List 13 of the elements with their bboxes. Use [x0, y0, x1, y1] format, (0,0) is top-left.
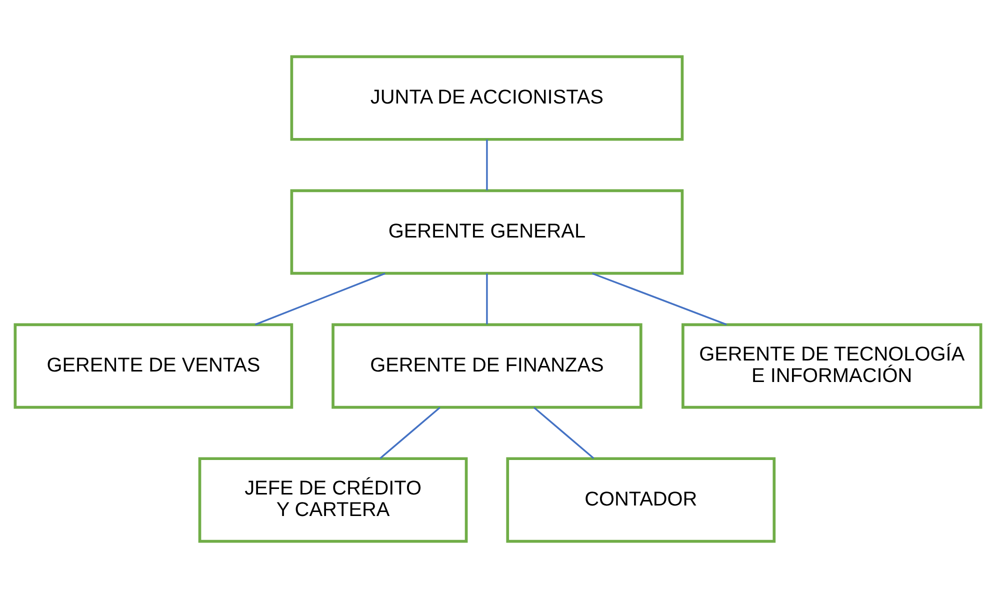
- node-box: CONTADOR: [506, 457, 776, 543]
- node-box: JUNTA DE ACCIONISTAS: [290, 55, 684, 141]
- node-box: JEFE DE CRÉDITO Y CARTERA: [198, 457, 468, 543]
- connector: [532, 406, 594, 459]
- connector: [379, 406, 440, 459]
- node-box: GERENTE GENERAL: [290, 189, 684, 275]
- node-box: GERENTE DE VENTAS: [13, 323, 293, 409]
- node-box: GERENTE DE FINANZAS: [331, 323, 642, 409]
- connector: [592, 272, 726, 326]
- connector: [254, 272, 385, 326]
- node-box: GERENTE DE TECNOLOGÍA E INFORMACIÓN: [681, 323, 982, 409]
- connector: [486, 140, 488, 190]
- connector: [486, 273, 488, 324]
